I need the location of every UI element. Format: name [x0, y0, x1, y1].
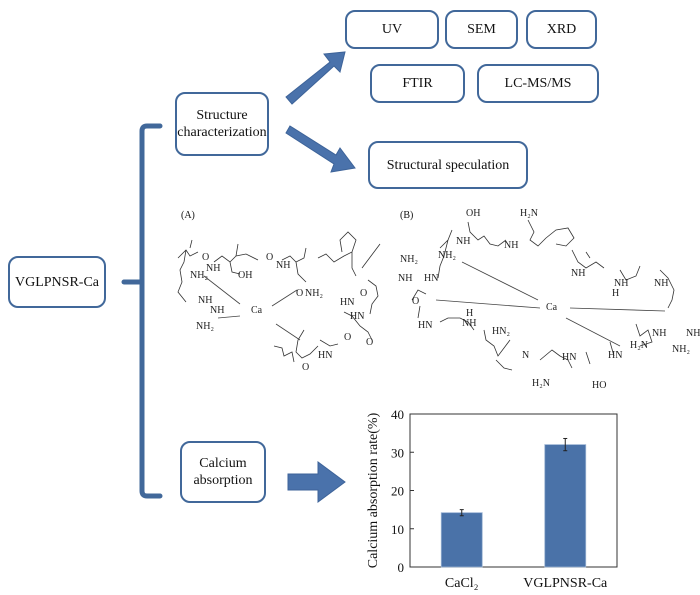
svg-text:H: H: [466, 308, 473, 319]
y-tick-label: 20: [391, 484, 404, 499]
method-ftir[interactable]: FTIR: [370, 64, 465, 103]
svg-text:NH: NH: [571, 268, 585, 279]
svg-text:H₂N: H₂N: [630, 340, 648, 351]
method-sem[interactable]: SEM: [445, 10, 518, 49]
svg-text:O: O: [296, 288, 303, 299]
svg-text:NH₂: NH₂: [672, 344, 690, 355]
arrow-to-methods: [285, 51, 346, 105]
structure-characterization-node[interactable]: Structure characterization: [175, 92, 269, 156]
method-label: LC-MS/MS: [504, 76, 572, 91]
y-tick-label: 30: [391, 445, 404, 460]
svg-text:NH: NH: [654, 278, 668, 289]
method-label: UV: [381, 22, 403, 37]
bar-0: [440, 512, 483, 568]
svg-text:H₂N: H₂N: [520, 208, 538, 219]
svg-text:NH: NH: [276, 260, 290, 271]
panel-a-label: (A): [181, 210, 195, 221]
method-xrd[interactable]: XRD: [526, 10, 597, 49]
svg-text:HN: HN: [424, 273, 438, 284]
structure-label-line2: characterization: [177, 125, 267, 140]
svg-text:NH₂: NH₂: [196, 321, 214, 332]
arrow-to-speculation: [285, 125, 356, 173]
svg-text:NH₂: NH₂: [400, 254, 418, 265]
svg-text:HN: HN: [562, 352, 576, 363]
svg-text:H₂N: H₂N: [532, 378, 550, 389]
svg-text:O: O: [412, 296, 419, 307]
calcium-absorption-node[interactable]: Calcium absorption: [180, 441, 266, 503]
svg-text:O: O: [302, 362, 309, 373]
calcium-center-b: Ca: [546, 302, 558, 313]
svg-text:NH₂: NH₂: [438, 250, 456, 261]
root-node[interactable]: VGLPNSR-Ca: [8, 256, 106, 308]
method-lc-ms-ms[interactable]: LC-MS/MS: [477, 64, 599, 103]
svg-text:HN: HN: [418, 320, 432, 331]
calcium-center-a: Ca: [251, 305, 263, 316]
y-axis-label: Calcium absorption rate(%): [366, 412, 381, 568]
svg-text:OH: OH: [238, 270, 252, 281]
svg-text:NH: NH: [206, 263, 220, 274]
method-uv[interactable]: UV: [345, 10, 439, 49]
bracket: [139, 123, 163, 499]
svg-text:O: O: [344, 332, 351, 343]
svg-text:NH₂: NH₂: [305, 288, 323, 299]
arrow-to-chart: [287, 461, 346, 503]
x-tick-label: CaCl₂: [445, 576, 479, 591]
structure-label-line1: Structure: [196, 108, 248, 123]
svg-text:NH: NH: [614, 278, 628, 289]
svg-text:NH: NH: [504, 240, 518, 251]
svg-text:N: N: [522, 350, 529, 361]
calcium-label-line1: Calcium: [199, 456, 247, 471]
svg-text:HN: HN: [318, 350, 332, 361]
svg-text:NH: NH: [210, 305, 224, 316]
y-tick-label: 40: [391, 407, 404, 422]
speculation-label: Structural speculation: [386, 157, 510, 173]
svg-text:HN: HN: [608, 350, 622, 361]
panel-b-label: (B): [400, 210, 414, 221]
y-tick-label: 0: [398, 560, 405, 575]
svg-text:NH: NH: [398, 273, 412, 284]
svg-text:HO: HO: [592, 380, 606, 391]
method-label: FTIR: [402, 76, 433, 91]
bar-1: [544, 444, 587, 568]
svg-text:O: O: [266, 252, 273, 263]
svg-text:O: O: [366, 337, 373, 348]
x-tick-label: VGLPNSR-Ca: [523, 576, 608, 591]
method-label: XRD: [546, 22, 577, 37]
svg-text:NH: NH: [198, 295, 212, 306]
svg-text:HN: HN: [350, 311, 364, 322]
svg-text:NH₂: NH₂: [190, 270, 208, 281]
svg-text:HN₂: HN₂: [492, 326, 510, 337]
svg-text:O: O: [360, 288, 367, 299]
svg-text:OH: OH: [466, 208, 480, 219]
svg-text:NH: NH: [462, 318, 476, 329]
svg-text:NH: NH: [686, 328, 700, 339]
root-label: VGLPNSR-Ca: [14, 274, 99, 290]
svg-text:NH: NH: [652, 328, 666, 339]
structural-speculation-node[interactable]: Structural speculation: [368, 141, 528, 189]
svg-text:O: O: [202, 252, 209, 263]
y-tick-label: 10: [391, 522, 404, 537]
svg-text:H: H: [612, 288, 619, 299]
calcium-label-line2: absorption: [193, 473, 253, 488]
svg-text:NH: NH: [456, 236, 470, 247]
svg-text:HN: HN: [340, 297, 354, 308]
method-label: SEM: [467, 22, 496, 37]
